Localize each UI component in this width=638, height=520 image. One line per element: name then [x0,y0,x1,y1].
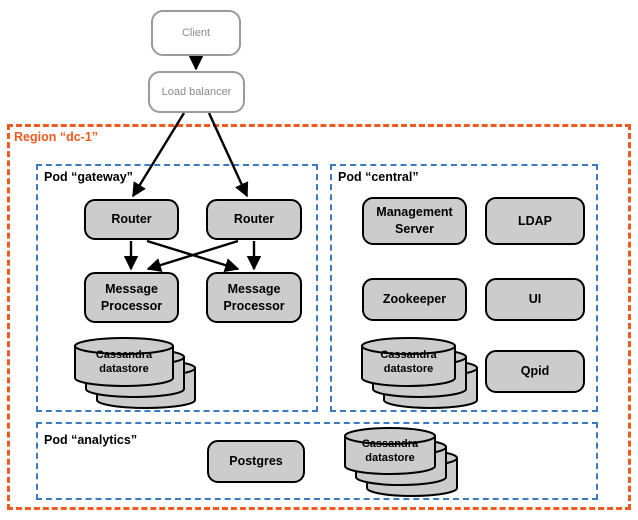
pod-label-gateway: Pod “gateway” [44,170,133,184]
external-node-load_balancer[interactable]: Load balancer [148,71,245,113]
datastore-cassandra-central[interactable]: Cassandra datastore [361,337,478,409]
service-router-2[interactable]: Router [206,199,302,240]
service-message-processor-1[interactable]: Message Processor [84,272,179,323]
service-zookeeper[interactable]: Zookeeper [362,278,467,321]
pod-label-analytics: Pod “analytics” [44,433,138,447]
service-router-1[interactable]: Router [84,199,179,240]
service-ui[interactable]: UI [485,278,585,321]
pod-label-central: Pod “central” [338,170,419,184]
service-qpid[interactable]: Qpid [485,350,585,393]
pod-boundary-analytics [36,422,598,500]
service-message-processor-2[interactable]: Message Processor [206,272,302,323]
service-postgres[interactable]: Postgres [207,440,305,483]
external-node-client[interactable]: Client [151,10,241,56]
service-management-server[interactable]: Management Server [362,197,467,245]
service-ldap[interactable]: LDAP [485,197,585,245]
pod-boundary-central [330,164,598,412]
datastore-cassandra-gateway[interactable]: Cassandra datastore [74,337,196,409]
region-label: Region “dc-1” [14,130,99,144]
datastore-cassandra-analytics[interactable]: Cassandra datastore [344,427,458,497]
region-boundary [7,124,631,510]
